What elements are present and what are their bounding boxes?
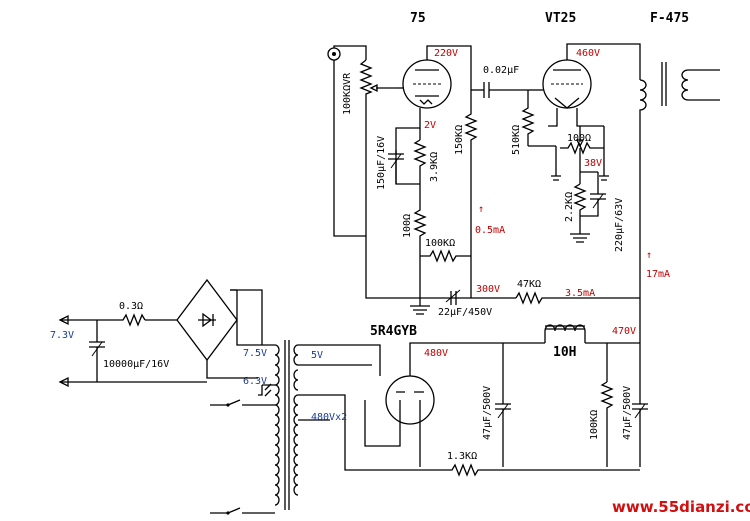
c-22u-label: 22μF/450V xyxy=(438,307,492,318)
r-100k-dec-label: 100KΩ xyxy=(425,238,455,249)
winding-5v: 5V xyxy=(311,350,323,361)
winding-6-3v: 6.3V xyxy=(243,376,267,387)
bridge-rectifier-icon xyxy=(176,278,238,362)
output-transformer-icon xyxy=(639,62,720,118)
r-1k3-label: 1.3KΩ xyxy=(447,451,477,462)
current-0-5: 0.5mA xyxy=(475,225,505,236)
c-220u-label: 220μF/63V xyxy=(614,198,625,252)
r-2k2-label: 2.2KΩ xyxy=(564,192,575,222)
rectifier-tube-icon xyxy=(385,375,435,425)
c-10000u-label: 10000μF/16V xyxy=(103,359,169,370)
c-coupling-label: 0.02μF xyxy=(483,65,519,76)
resistor-100-grid-icon xyxy=(413,184,427,298)
tube-vt25-icon xyxy=(542,59,592,109)
current-17: 17mA xyxy=(646,269,670,280)
hum-pot-icon xyxy=(560,134,604,155)
resistor-0-3-icon xyxy=(97,313,146,327)
transformer-label: F-475 xyxy=(650,11,689,26)
arrow-up-2: ↑ xyxy=(646,250,652,261)
tube-75-icon xyxy=(402,59,452,109)
r-100-grid-label: 100Ω xyxy=(402,214,413,238)
r-510k-label: 510KΩ xyxy=(511,125,522,155)
tube-vt25-label: VT25 xyxy=(545,11,576,26)
volume-pot-icon xyxy=(359,59,398,236)
voltage-220: 220V xyxy=(434,48,458,59)
current-3-5: 3.5mA xyxy=(565,288,595,299)
c-47u-a-label: 47μF/500V xyxy=(482,386,493,440)
resistor-100k-dec-icon xyxy=(420,249,471,263)
watermark: www.55dianzi.com xyxy=(612,498,750,516)
capacitor-coupling-icon xyxy=(483,82,490,98)
voltage-470: 470V xyxy=(612,326,636,337)
resistor-1k3-icon xyxy=(344,463,640,477)
winding-7-5v: 7.5V xyxy=(243,348,267,359)
c-47u-b-label: 47μF/500V xyxy=(622,386,633,440)
dc-output-7-3v: 7.3V xyxy=(50,330,74,341)
capacitor-220u-icon xyxy=(580,172,606,217)
voltage-480: 480V xyxy=(424,348,448,359)
resistor-3k9-icon xyxy=(413,139,427,184)
r-150k-label: 150KΩ xyxy=(454,125,465,155)
c-150u-label: 150μF/16V xyxy=(376,136,387,190)
input-jack-icon xyxy=(327,47,341,61)
choke-label: 10H xyxy=(553,345,576,360)
capacitor-22u-icon xyxy=(445,289,461,305)
tube-75-label: 75 xyxy=(410,11,426,26)
vr-label: 100KΩVR xyxy=(342,72,353,115)
r-100k-bleed-label: 100KΩ xyxy=(589,410,600,440)
rectifier-label: 5R4GYB xyxy=(370,324,417,339)
resistor-47k-icon xyxy=(515,291,640,305)
resistor-150k-icon xyxy=(464,90,478,298)
voltage-460: 460V xyxy=(576,48,600,59)
voltage-300: 300V xyxy=(476,284,500,295)
choke-icon xyxy=(544,324,586,343)
voltage-38: 38V xyxy=(584,158,602,169)
r-0-3-label: 0.3Ω xyxy=(119,301,143,312)
voltage-2: 2V xyxy=(424,120,436,131)
resistor-510k-icon xyxy=(521,90,535,146)
resistor-2k2-icon xyxy=(573,183,587,224)
resistor-100k-bleed-icon xyxy=(600,381,614,467)
winding-480: 480Vx2 xyxy=(311,412,347,423)
power-transformer-icon xyxy=(274,340,299,510)
r-100-hum-label: 100Ω xyxy=(567,133,591,144)
arrow-up-1: ↑ xyxy=(478,204,484,215)
r-3k9-label: 3.9KΩ xyxy=(429,152,440,182)
r-47k-label: 47KΩ xyxy=(517,279,541,290)
capacitor-150u-icon xyxy=(388,150,404,184)
